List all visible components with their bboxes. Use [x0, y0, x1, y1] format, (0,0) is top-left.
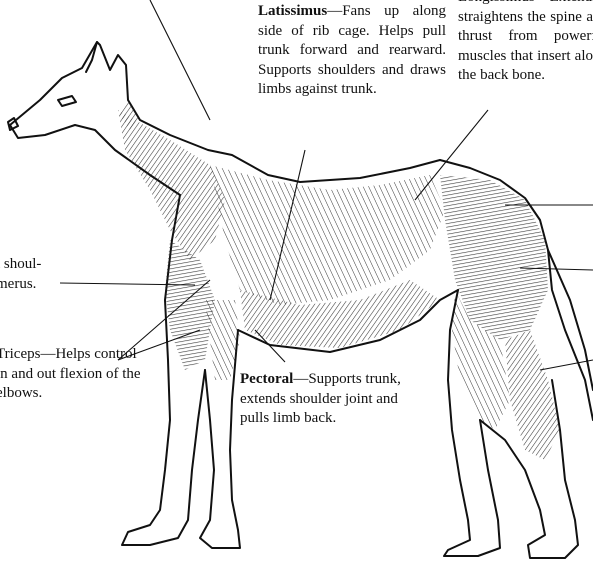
latissimus-label: Latissimus—Fans up along side of rib cag… [258, 2, 446, 100]
pectoral-name: Pectoral [240, 371, 293, 387]
erector-description: Longissimus—Extends, straightens the spi… [458, 0, 593, 83]
shoulder-description: t shoul- merus. [0, 256, 41, 292]
erector-label: Longissimus—Extends, straightens the spi… [458, 0, 593, 86]
pectoral-label: Pectoral—Supports trunk, extends shoulde… [240, 370, 410, 429]
latissimus-name: Latissimus [258, 3, 327, 19]
triceps-label: Triceps—Helps control in and out flexion… [0, 345, 146, 404]
triceps-description: Triceps—Helps control in and out flexion… [0, 346, 141, 401]
shoulder-label: t shoul- merus. [0, 255, 76, 294]
